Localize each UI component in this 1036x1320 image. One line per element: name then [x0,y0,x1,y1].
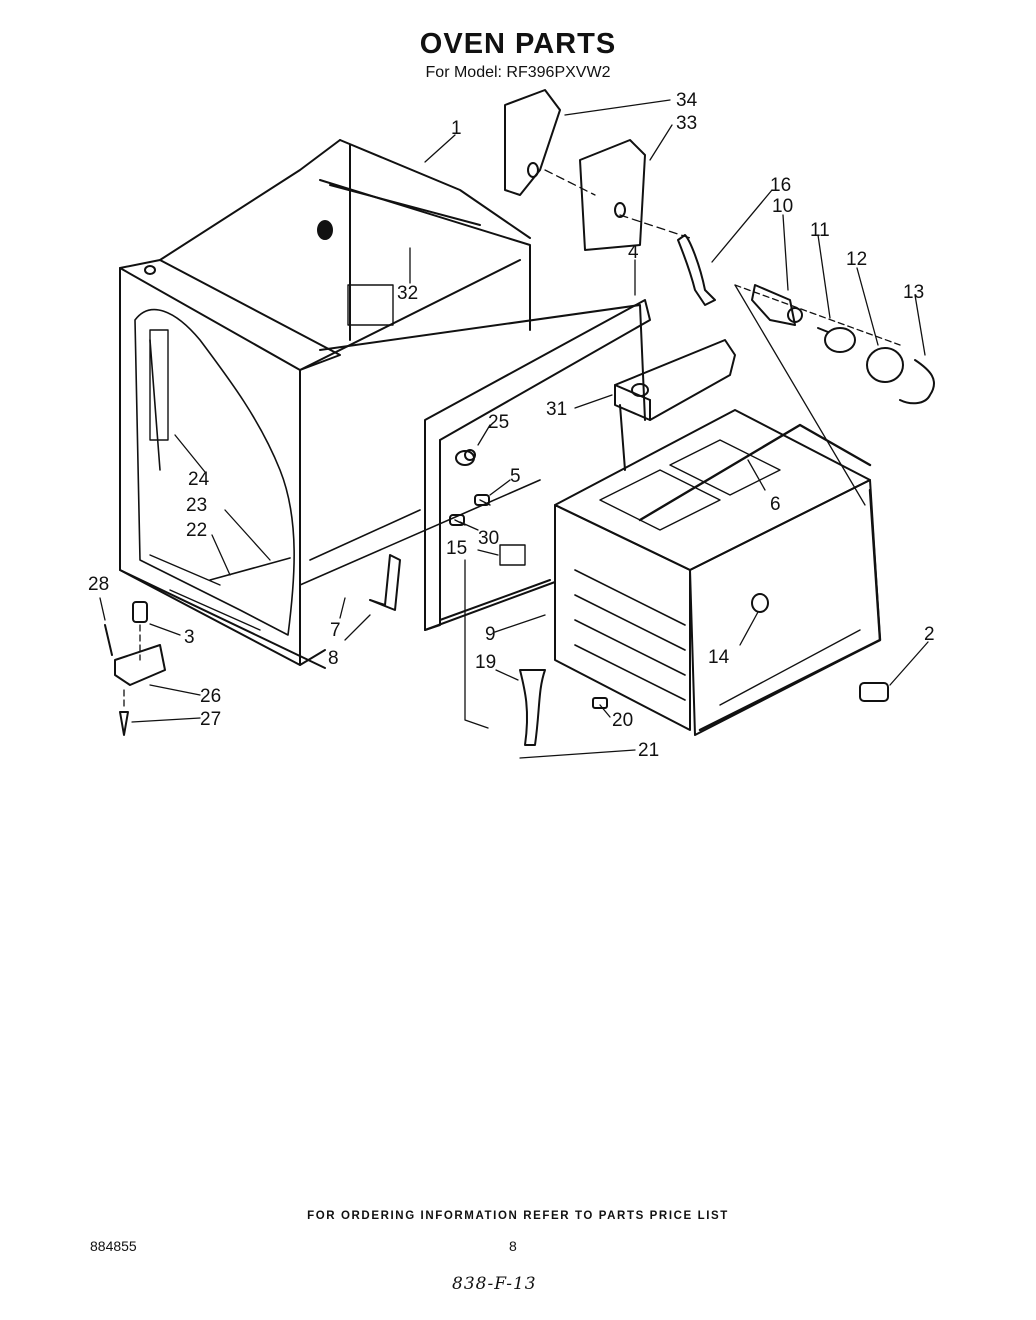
front-frame [424,299,651,631]
callout-12: 12 [846,249,867,270]
heat-shield-brackets [504,89,646,251]
callout-23: 23 [186,495,207,516]
callout-27: 27 [200,709,221,730]
callout-21: 21 [638,740,659,761]
callout-25: 25 [488,412,509,433]
callout-28: 28 [88,574,109,595]
callout-10: 10 [772,196,793,217]
callout-15: 15 [446,538,467,559]
leader-lines [99,99,929,759]
callout-33: 33 [676,113,697,134]
callout-32: 32 [397,283,418,304]
callout-labels: 1 2 3 4 5 6 7 8 9 10 11 12 13 14 15 16 1… [88,90,935,761]
callout-1: 1 [451,118,462,139]
callout-24: 24 [188,469,210,490]
callout-34: 34 [676,90,698,111]
callout-3: 3 [184,627,195,648]
callout-31: 31 [546,399,567,420]
cabinet-body [119,139,646,669]
callout-13: 13 [903,282,924,303]
callout-19: 19 [475,652,496,673]
callout-6: 6 [770,494,781,515]
burner-box [614,339,736,471]
callout-9: 9 [485,624,496,645]
model-subtitle: For Model: RF396PXVW2 [425,64,611,81]
page-number: 8 [509,1238,517,1254]
callout-22: 22 [186,520,207,541]
callout-2: 2 [924,624,935,645]
callout-5: 5 [510,466,521,487]
callout-16: 16 [770,175,791,196]
callout-30: 30 [478,528,499,549]
oven-light-assembly [751,284,935,405]
document-number: 884855 [90,1238,137,1254]
callout-26: 26 [200,686,221,707]
callout-7: 7 [330,620,341,641]
oven-liner [554,409,882,736]
callout-14: 14 [708,647,730,668]
callout-4: 4 [628,242,639,263]
page-title: OVEN PARTS [419,28,617,60]
small-hardware [104,339,889,746]
callout-8: 8 [328,648,339,669]
handwritten-note: 838-F-13 [452,1274,537,1294]
callout-11: 11 [810,220,830,241]
callout-20: 20 [612,710,633,731]
light-socket-hose [677,234,716,306]
ordering-note: FOR ORDERING INFORMATION REFER TO PARTS … [307,1210,729,1222]
